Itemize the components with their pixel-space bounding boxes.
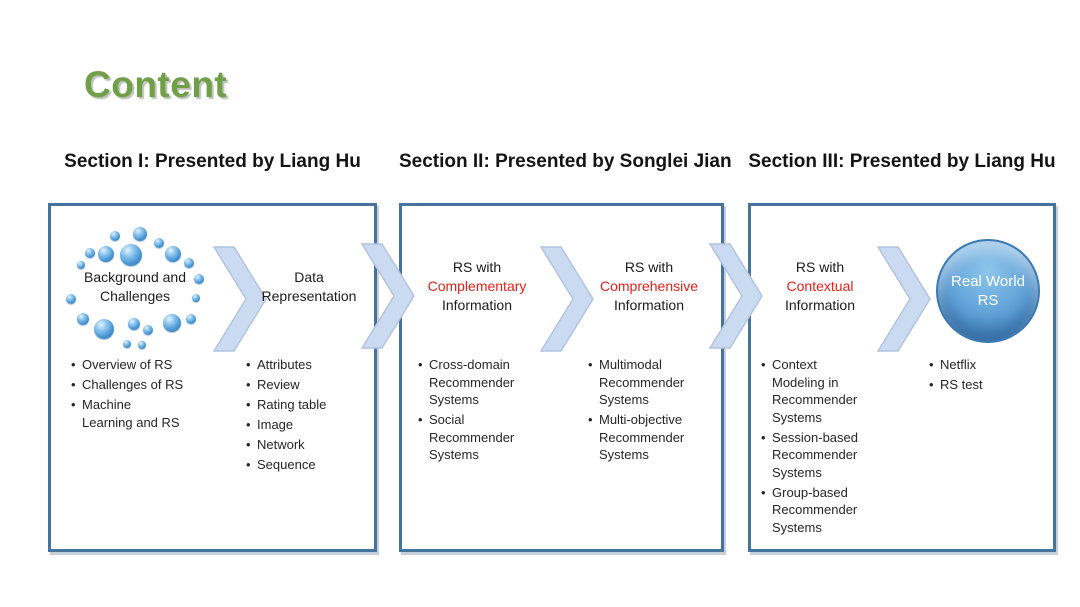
stage-line: Information — [613, 297, 685, 313]
stage-line: RS with — [795, 259, 845, 275]
circle-label-line: Real World — [951, 273, 1025, 290]
bubble-icon — [154, 238, 164, 248]
list-item: Group-based Recommender Systems — [761, 484, 873, 537]
list-item: Overview of RS — [71, 356, 199, 374]
bubble-icon — [66, 294, 76, 304]
bubble-icon — [94, 319, 114, 339]
bubble-icon — [163, 314, 181, 332]
list-item: Machine Learning and RS — [71, 396, 199, 431]
real-world-rs-circle: Real World RS — [936, 239, 1040, 343]
bullet-list: Multimodal Recommender Systems Multi-obj… — [588, 356, 708, 466]
bubble-icon — [165, 246, 181, 262]
stage-rs-complementary: RS with Complementary Information — [410, 258, 544, 315]
bubble-icon — [77, 261, 85, 269]
bullet-list: Overview of RS Challenges of RS Machine … — [71, 356, 199, 434]
bubble-icon — [123, 340, 131, 348]
stage-line: RS with — [624, 259, 674, 275]
bubble-icon — [194, 274, 204, 284]
bubble-icon — [128, 318, 140, 330]
chevron-arrow-icon — [213, 246, 267, 352]
stage-background-and-challenges: Background and Challenges — [67, 268, 203, 306]
bubble-icon — [184, 258, 194, 268]
page-title: Content — [84, 64, 228, 105]
section-1-box: Background and Challenges Data Represent… — [48, 203, 377, 552]
stage-line: Information — [441, 297, 513, 313]
chevron-arrow-icon — [540, 246, 594, 352]
stage-line: Data — [294, 269, 324, 285]
bubble-icon — [133, 227, 147, 241]
list-item: RS test — [929, 376, 1039, 394]
list-item: Challenges of RS — [71, 376, 199, 394]
circle-label-line: RS — [977, 292, 999, 309]
stage-line-highlight: Comprehensive — [599, 278, 699, 294]
list-item: Multimodal Recommender Systems — [588, 356, 708, 409]
bubble-cluster-icon — [51, 206, 374, 549]
circle-label: Real World RS — [938, 241, 1038, 310]
stage-line: Representation — [261, 288, 357, 304]
stage-rs-comprehensive: RS with Comprehensive Information — [582, 258, 716, 315]
stage-line: RS with — [452, 259, 502, 275]
bubble-icon — [138, 341, 146, 349]
bubble-icon — [120, 244, 142, 266]
list-item: Rating table — [246, 396, 370, 414]
bullet-list: Netflix RS test — [929, 356, 1039, 396]
stage-line: Background and — [84, 269, 186, 285]
list-item: Session-based Recommender Systems — [761, 429, 873, 482]
bubble-icon — [98, 246, 114, 262]
list-item: Netflix — [929, 356, 1039, 374]
list-item: Image — [246, 416, 370, 434]
bubble-icon — [85, 248, 95, 258]
list-item: Network — [246, 436, 370, 454]
chevron-arrow-icon — [361, 243, 415, 349]
section-3-box: RS with Contextual Information Real Worl… — [748, 203, 1056, 552]
chevron-arrow-icon — [709, 243, 763, 349]
bubble-icon — [192, 294, 200, 302]
bullet-list: Attributes Review Rating table Image Net… — [246, 356, 370, 476]
bullet-list: Cross-domain Recommender Systems Social … — [418, 356, 528, 466]
section-1-header: Section I: Presented by Liang Hu — [64, 151, 361, 172]
section-2-header: Section II: Presented by Songlei Jian — [399, 151, 732, 172]
stage-line: Challenges — [99, 288, 171, 304]
list-item: Context Modeling in Recommender Systems — [761, 356, 873, 426]
chevron-arrow-icon — [877, 246, 931, 352]
list-item: Sequence — [246, 456, 370, 474]
stage-line-highlight: Contextual — [786, 278, 854, 294]
list-item: Social Recommender Systems — [418, 411, 528, 464]
bubble-icon — [110, 231, 120, 241]
stage-rs-contextual: RS with Contextual Information — [753, 258, 887, 315]
section-2-box: RS with Complementary Information RS wit… — [399, 203, 724, 552]
stage-line: Information — [784, 297, 856, 313]
bubble-icon — [143, 325, 153, 335]
stage-data-representation: Data Representation — [241, 268, 377, 306]
list-item: Multi-objective Recommender Systems — [588, 411, 708, 464]
stage-line-highlight: Complementary — [427, 278, 527, 294]
bullet-list: Context Modeling in Recommender Systems … — [761, 356, 873, 539]
section-3-header: Section III: Presented by Liang Hu — [748, 151, 1056, 172]
list-item: Attributes — [246, 356, 370, 374]
bubble-icon — [186, 314, 196, 324]
list-item: Cross-domain Recommender Systems — [418, 356, 528, 409]
list-item: Review — [246, 376, 370, 394]
bubble-icon — [77, 313, 89, 325]
